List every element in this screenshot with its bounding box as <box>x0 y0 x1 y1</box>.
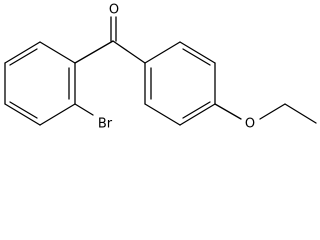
left-ring-bond <box>39 103 76 126</box>
ether-oxygen-label: O <box>245 117 255 132</box>
carbonyl-to-left-ring-bond <box>74 40 114 64</box>
right-ring-bond <box>144 41 181 64</box>
ethyl-bond <box>284 103 317 124</box>
structure-canvas: O Br O <box>4 2 317 132</box>
right-ring-inner-bond <box>182 101 211 119</box>
carbonyl-to-right-ring-bond <box>112 40 146 64</box>
left-ring-bond <box>4 41 41 64</box>
bromine-label: Br <box>98 117 113 132</box>
chemical-structure-diagram: O Br O <box>4 3 317 132</box>
left-ring-inner-bond <box>9 101 38 119</box>
right-ring-bond <box>179 41 216 64</box>
left-ring-bond <box>39 41 76 64</box>
right-ring-bond <box>179 103 216 126</box>
ether-ethyl-bond <box>259 103 286 120</box>
carbonyl-oxygen-label: O <box>109 3 119 18</box>
right-ring-bond <box>144 103 181 126</box>
left-ring-bond <box>4 103 41 126</box>
carbon-bromine-bond <box>74 103 94 116</box>
aryl-ether-bond <box>214 103 242 120</box>
left-ring-inner-bond <box>9 48 38 66</box>
right-ring-inner-bond <box>182 48 211 66</box>
